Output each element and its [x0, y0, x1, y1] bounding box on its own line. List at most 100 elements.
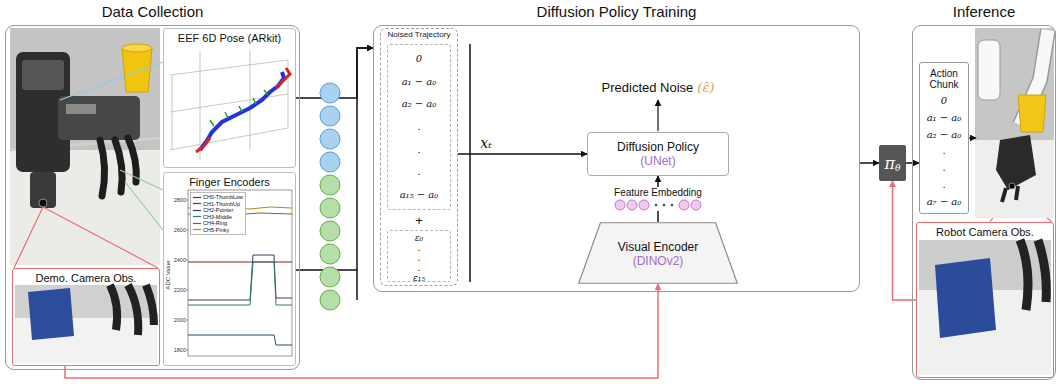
node-text: .: [942, 162, 945, 174]
demo-photo-part: [66, 104, 96, 114]
edge-label: xₜ: [478, 135, 493, 151]
axis-tick-label: 2600: [174, 227, 186, 233]
embedding-dot: [671, 204, 674, 207]
bars-and-arrows-part: [356, 270, 358, 300]
connector-arrow: [296, 48, 373, 270]
pose-plot-part: [276, 68, 290, 88]
node-text: 0: [416, 53, 422, 65]
demo-camera-image-part: [110, 285, 154, 335]
embedding-dot: [663, 204, 666, 207]
node-text: Visual Encoder: [618, 240, 699, 254]
node-text: Inference: [913, 3, 1055, 20]
node-text: a₁ − a₀: [927, 112, 962, 124]
legend-row: CH3-Middle: [193, 214, 243, 221]
encoder-trapezoid: Visual Encoder(DINOv2): [578, 222, 738, 284]
trajectory-group: Noised Trajectory0a₁ − a₀a₂ − a₀...a₁₅ −…: [380, 28, 458, 286]
stage-panel: Data CollectionEEF 6D Pose (ARkit)Demo. …: [5, 25, 300, 370]
node-text: Finger Encoders: [164, 173, 295, 188]
legend-row: CH2-Pointer: [193, 207, 243, 214]
node-text: .: [418, 254, 421, 264]
encoder-chart-part: [188, 255, 292, 300]
edge-label-patch: Feature Embedding: [611, 187, 705, 211]
feature-circles-part: [320, 221, 340, 241]
embedding-circle: [639, 200, 649, 210]
annotation-label: Predicted Noise: [602, 80, 694, 96]
node-text: Action Chunk: [921, 68, 967, 90]
node-text: θ: [895, 163, 900, 173]
demo-camera-image: [15, 285, 157, 363]
node-text: .: [417, 121, 420, 133]
encoder-chart: [186, 190, 292, 356]
axis-title: ADC Value: [165, 260, 172, 289]
encoder-chart-part: [186, 200, 188, 350]
axis-tick-label: 2000: [174, 317, 186, 323]
annotation-label: +: [415, 213, 423, 228]
pose-plot-part: [170, 50, 288, 160]
demo-photo-part: [39, 199, 47, 207]
feature-circles-part: [320, 106, 340, 126]
axis-tick-label: 1800: [174, 347, 186, 353]
node-text: EEF 6D Pose (ARkit): [164, 29, 295, 44]
legend-line: [193, 229, 201, 230]
policy-box: πθ: [879, 145, 906, 181]
node-text: .: [418, 244, 421, 254]
node-text: Robot Camera Obs.: [917, 223, 1053, 238]
feature-circles-part: [320, 129, 340, 149]
embedding-dot: [655, 204, 658, 207]
policy-box: Diffusion Policy(UNet): [587, 132, 729, 176]
stage-panel: Diffusion Policy TrainingNoised Trajecto…: [373, 25, 860, 292]
node-text: a₁ − a₀: [402, 76, 437, 88]
node-text: (DINOv2): [633, 254, 684, 268]
pose-plot-part: [210, 90, 268, 126]
node-text: a₇ − a₀: [927, 196, 962, 208]
legend-row: CH1-ThumbUp: [193, 201, 243, 208]
node-text: 0: [941, 95, 947, 107]
feature-circles-part: [320, 244, 340, 264]
bars-and-arrows-part: [969, 137, 976, 138]
leader-lines-part: [60, 62, 163, 100]
node-text: Data Collection: [6, 3, 299, 20]
legend-line-sample: [193, 208, 201, 213]
node-text: Diffusion Policy: [617, 140, 699, 154]
feature-circles-part: [320, 267, 340, 287]
node-text: (UNet): [640, 154, 675, 168]
demo-photo-part: [122, 48, 152, 92]
node-text: Demo. Camera Obs.: [13, 269, 159, 284]
legend-line-sample: [193, 195, 201, 200]
node-text: .: [417, 144, 420, 156]
robot-camera-image-part: [1020, 240, 1046, 310]
robot-photo-part: [978, 40, 1000, 100]
edge-label: Feature Embedding: [614, 187, 702, 199]
trajectory-box: 0a₁ − a₀a₂ − a₀...a₁₅ − a₀: [387, 44, 451, 210]
legend-text: CH1-ThumbUp: [203, 201, 240, 208]
robot-photo: [975, 28, 1054, 218]
legend-line: [193, 223, 201, 224]
encoder-chart-part: [188, 262, 292, 263]
node-text: ε₁₅: [413, 274, 425, 284]
bars-and-arrows: [357, 44, 976, 300]
feature-circles-part: [320, 152, 340, 172]
legend-line: [193, 210, 201, 211]
leader-lines-part: [14, 207, 158, 268]
legend-line-sample: [193, 227, 201, 232]
legend-line: [193, 203, 201, 204]
demo-photo-part: [30, 172, 56, 208]
connector-arrow: [65, 284, 658, 378]
robot-photo-part: [996, 135, 1036, 190]
robot-photo-part: [975, 28, 1054, 218]
robot-camera-image: [919, 240, 1051, 375]
feature-circles-part: [320, 290, 340, 310]
demo-camera-image-part: [28, 288, 74, 340]
encoder-chart-part: [188, 190, 292, 356]
legend-text: CH4-Ring: [203, 220, 227, 227]
label-row: Predicted Noise(ε̂): [602, 80, 715, 96]
node-text: a₁₅ − a₀: [400, 189, 439, 201]
legend-text: CH0-ThumbLow: [203, 194, 243, 201]
annotation-label: (ε̂): [697, 80, 714, 96]
action-chunk-box: Action Chunk0a₁ − a₀a₂ − a₀...a₇ − a₀: [919, 62, 969, 214]
embedding-circle: [615, 200, 625, 210]
node-text: a₂ − a₀: [927, 129, 962, 141]
bars-and-arrows-part: [657, 100, 658, 131]
legend-text: CH3-Middle: [203, 214, 232, 221]
axis-tick-label: 2400: [174, 257, 186, 263]
